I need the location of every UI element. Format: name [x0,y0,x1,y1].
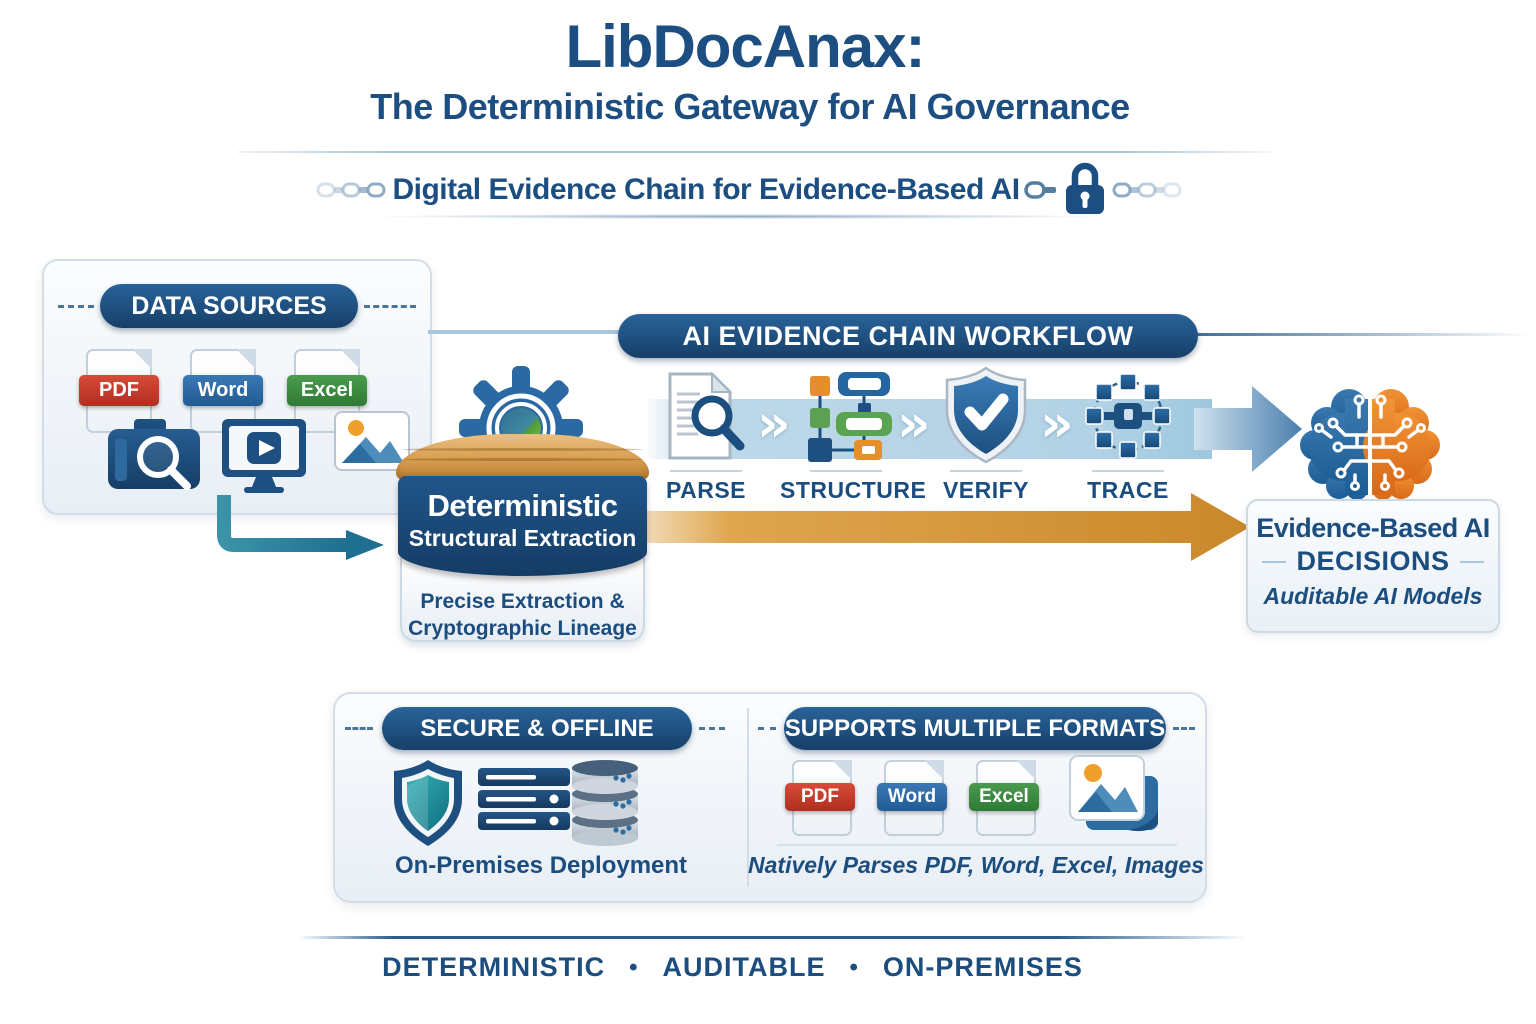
chain-left-icon [316,182,386,198]
extraction-title-line2: Structural Extraction [408,525,637,551]
page-title: LibDocAnax: [565,13,925,80]
document-magnifier-icon [668,371,745,460]
formats-pill: SUPPORTS MULTIPLE FORMATS [784,707,1166,750]
cylinder-cap [396,434,649,480]
flow-arrow-orange [646,493,1250,561]
bullet-separator: • [629,953,639,981]
connector-line-right [1196,333,1531,336]
image-icon [334,411,410,471]
step-label-trace: TRACE [1087,477,1169,503]
extraction-title-line1: Deterministic [427,488,618,523]
step-rule [810,470,882,472]
bottom-card: SECURE & OFFLINE [333,692,1207,903]
step-label-structure: STRUCTURE [780,477,927,503]
step-verify: VERIFY [920,364,1052,504]
formats-divider [777,844,1177,846]
decisions-subtitle: Auditable AI Models [1263,583,1483,609]
connector-line-left [428,330,620,334]
excel-label: Excel [287,375,367,406]
network-nodes-icon [1085,373,1171,459]
shield-check-icon [945,366,1027,464]
dash-decor [1459,560,1484,563]
page-subtitle: The Deterministic Gateway for AI Governa… [370,86,1130,127]
extraction-block: Precise Extraction & Cryptographic Linea… [396,434,649,642]
dash-right [364,305,416,308]
footer-item-deterministic: DETERMINISTIC [382,952,606,982]
footer: DETERMINISTIC • AUDITABLE • ON-PREMISES [0,952,1465,983]
chevron-icon: » [897,394,931,454]
brain-icon [1300,389,1440,503]
extraction-sub-line2: Cryptographic Lineage [408,617,637,641]
dash-right [699,727,725,730]
header-divider [238,151,1273,153]
chevron-icon: » [757,394,791,454]
dash-left [758,727,776,730]
tagline-text: Digital Evidence Chain for Evidence-Base… [392,173,1020,206]
step-label-verify: VERIFY [942,477,1030,503]
server-rack-icon [478,768,570,830]
dash-right [1173,727,1195,730]
padlock-icon [1065,162,1104,214]
tagline-row: Digital Evidence Chain for Evidence-Base… [0,162,1500,218]
shield-icon [394,760,462,846]
chain-mid-icon [1023,181,1056,199]
extraction-sub-line1: Precise Extraction & [420,590,625,613]
dash-left [58,305,94,308]
data-sources-pill: DATA SOURCES [100,284,358,328]
step-trace: TRACE [1062,364,1194,504]
secure-caption: On-Premises Deployment [394,852,688,879]
dash-decor [1262,560,1287,563]
secure-offline-pill: SECURE & OFFLINE [382,707,692,750]
tagline-underline [365,214,1110,219]
decisions-line1: Evidence-Based AI [1256,513,1490,543]
workflow-banner: AI EVIDENCE CHAIN WORKFLOW [618,314,1198,358]
vertical-divider [747,708,749,887]
formats-caption: Natively Parses PDF, Word, Excel, Images [748,852,1204,878]
step-label-parse: PARSE [665,477,747,503]
extraction-title: Deterministic Structural Extraction [398,476,647,576]
step-parse: PARSE [640,364,772,504]
chevron-icon: » [1040,394,1074,454]
footer-item-auditable: AUDITABLE [662,952,826,982]
database-stack-icon [572,760,638,846]
camera-search-icon [108,419,200,490]
chain-right-icon [1112,182,1182,198]
step-rule [1092,470,1164,472]
dash-left [345,727,373,730]
footer-divider [298,936,1248,939]
decisions-line2: DECISIONS [1296,546,1450,576]
extraction-subtitle: Precise Extraction & Cryptographic Linea… [400,558,645,642]
pdf-label: PDF [785,783,855,811]
decisions-line2-row: DECISIONS [1248,546,1498,577]
word-label: Word [183,375,263,406]
pdf-label: PDF [79,375,159,406]
data-sources-panel: DATA SOURCES PDF Word Excel [42,259,432,515]
images-icon [1069,755,1158,832]
excel-label: Excel [969,783,1039,811]
flow-arrow-blue [1194,386,1302,472]
step-structure: STRUCTURE [780,364,927,504]
step-rule [670,470,742,472]
video-monitor-icon [222,419,306,493]
bullet-separator: • [849,953,859,981]
decisions-card: Evidence-Based AI DECISIONS Auditable AI… [1246,499,1500,633]
flowchart-icon [808,372,892,462]
elbow-arrow-teal [217,495,384,560]
word-label: Word [877,783,947,811]
footer-item-on-premises: ON-PREMISES [882,952,1083,982]
step-rule [950,470,1022,472]
